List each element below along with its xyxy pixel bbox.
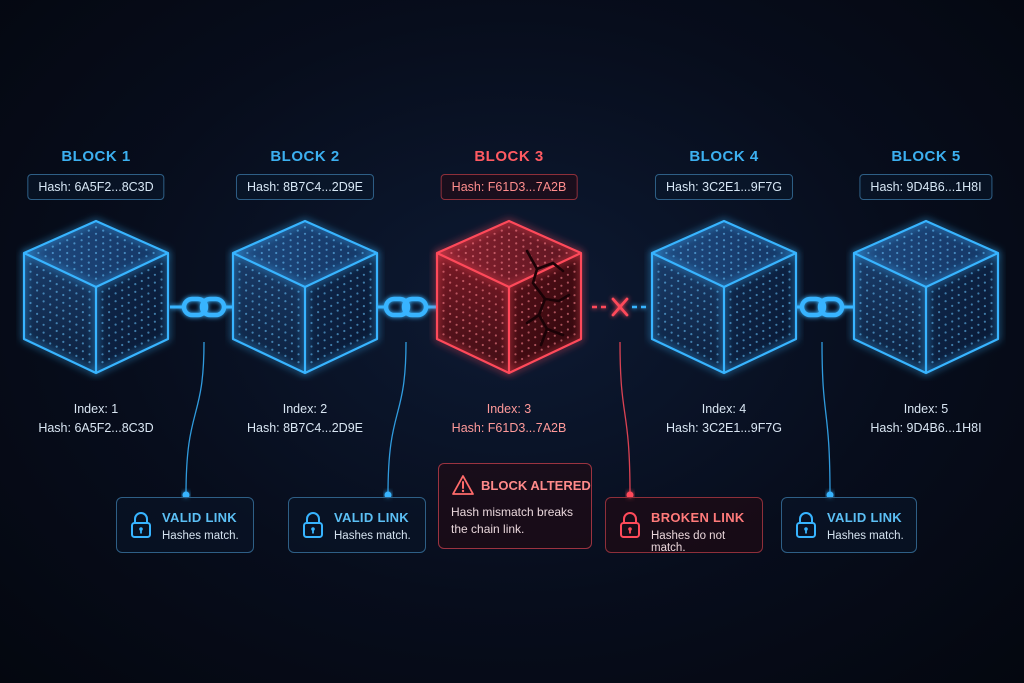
block-hash-box: Hash: 3C2E1...9F7G — [654, 174, 794, 200]
block-hash: Hash: 9D4B6...1H8I — [870, 421, 982, 435]
block-meta: Index: 4 Hash: 3C2E1...9F7G — [636, 400, 812, 438]
block-meta: Index: 1 Hash: 6A5F2...8C3D — [8, 400, 184, 438]
warning-triangle-icon — [452, 475, 474, 495]
block-hash: Hash: 3C2E1...9F7G — [665, 421, 783, 435]
callout-dot — [626, 491, 634, 499]
link-title: VALID LINK — [162, 510, 237, 525]
alert-title: BLOCK ALTERED — [481, 478, 591, 493]
block-title: BLOCK 3 — [474, 148, 544, 165]
block-meta: Index: 5 Hash: 9D4B6...1H8I — [838, 400, 1014, 438]
callout-dot — [826, 491, 834, 499]
link-title: VALID LINK — [334, 510, 409, 525]
block-hash-box: Hash: 6A5F2...8C3D — [27, 174, 165, 200]
callout-line-3 — [619, 341, 631, 496]
block-meta: Index: 3 Hash: F61D3...7A2B — [421, 400, 597, 438]
lock-icon — [620, 512, 640, 538]
block-title: BLOCK 5 — [891, 148, 961, 165]
callout-line-4 — [821, 341, 831, 496]
block-title: BLOCK 2 — [270, 148, 340, 165]
lock-icon — [796, 512, 816, 538]
link-card-2: VALID LINK Hashes match. — [288, 497, 426, 553]
chain-link-icon — [372, 296, 440, 318]
block-hash: Hash: F61D3...7A2B — [451, 421, 567, 435]
link-desc: Hashes match. — [334, 530, 411, 542]
callout-dot — [182, 491, 190, 499]
link-card-4: VALID LINK Hashes match. — [781, 497, 917, 553]
alert-desc: Hash mismatch breaks the chain link. — [451, 505, 574, 536]
link-title: BROKEN LINK — [651, 510, 745, 525]
link-card-1: VALID LINK Hashes match. — [116, 497, 254, 553]
block-altered-alert: BLOCK ALTERED Hash mismatch breaks the c… — [438, 463, 592, 549]
block-hash: Hash: 8B7C4...2D9E — [246, 421, 364, 435]
callout-dot — [384, 491, 392, 499]
link-title: VALID LINK — [827, 510, 902, 525]
cube-icon — [852, 219, 1000, 375]
block-meta: Index: 2 Hash: 8B7C4...2D9E — [217, 400, 393, 438]
link-card-3: BROKEN LINK Hashes do not match. — [605, 497, 763, 554]
callout-line-1 — [185, 341, 205, 496]
block-hash-box: Hash: 9D4B6...1H8I — [859, 174, 993, 200]
callout-line-2 — [387, 341, 407, 496]
lock-icon — [303, 512, 323, 538]
block-index: Index: 3 — [486, 402, 532, 416]
cube-icon — [231, 219, 379, 375]
cube-icon — [650, 219, 798, 375]
link-desc: Hashes do not match. — [651, 530, 726, 554]
cracked-cube-icon — [435, 219, 583, 375]
block-title: BLOCK 4 — [689, 148, 759, 165]
block-hash-box: Hash: 8B7C4...2D9E — [235, 174, 375, 200]
block-index: Index: 5 — [903, 402, 949, 416]
link-desc: Hashes match. — [827, 530, 904, 542]
block-hash: Hash: 6A5F2...8C3D — [38, 421, 154, 435]
block-title: BLOCK 1 — [61, 148, 131, 165]
block-index: Index: 1 — [73, 402, 119, 416]
block-index: Index: 2 — [282, 402, 328, 416]
cube-icon — [22, 219, 170, 375]
lock-icon — [131, 512, 151, 538]
link-desc: Hashes match. — [162, 530, 239, 542]
block-index: Index: 4 — [701, 402, 747, 416]
block-hash-box: Hash: F61D3...7A2B — [440, 174, 578, 200]
broken-link-x-icon — [592, 297, 650, 317]
